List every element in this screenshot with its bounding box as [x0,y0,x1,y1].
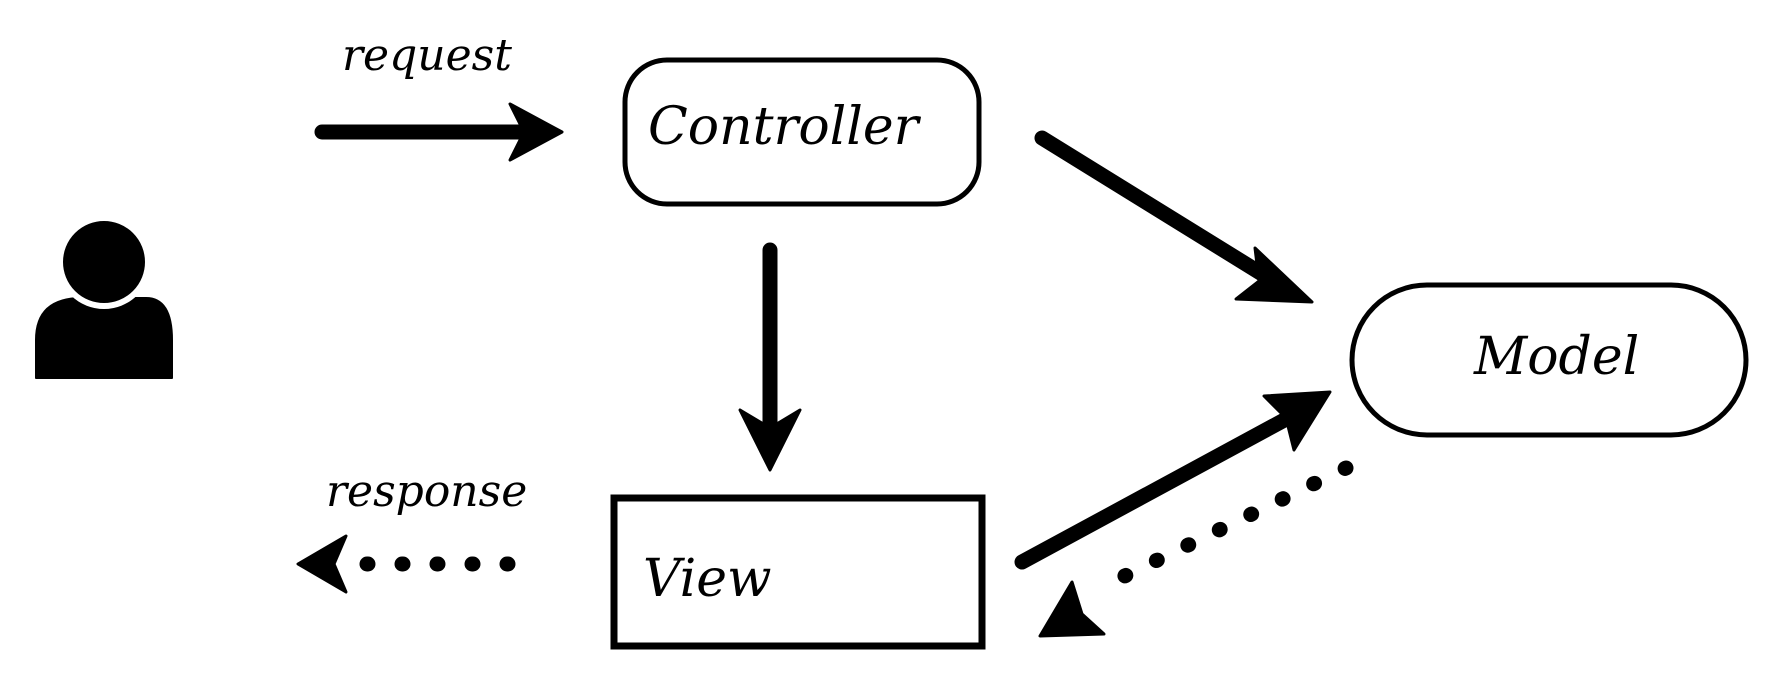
controller-node: Controller [622,57,982,207]
controller-label: Controller [648,97,922,157]
model-to-view-dotted-arrow [1038,460,1354,638]
request-label: request [342,30,512,81]
response-label: response [326,466,527,517]
request-arrow [314,102,564,162]
view-node: View [610,494,986,650]
model-node: Model [1349,282,1749,438]
response-arrow [296,534,516,594]
model-label: Model [1473,327,1639,387]
view-to-model-arrow [1014,390,1332,570]
controller-to-model-arrow [1034,130,1314,304]
view-label: View [643,549,772,609]
user-icon [35,215,173,379]
controller-to-view-arrow [738,242,802,472]
